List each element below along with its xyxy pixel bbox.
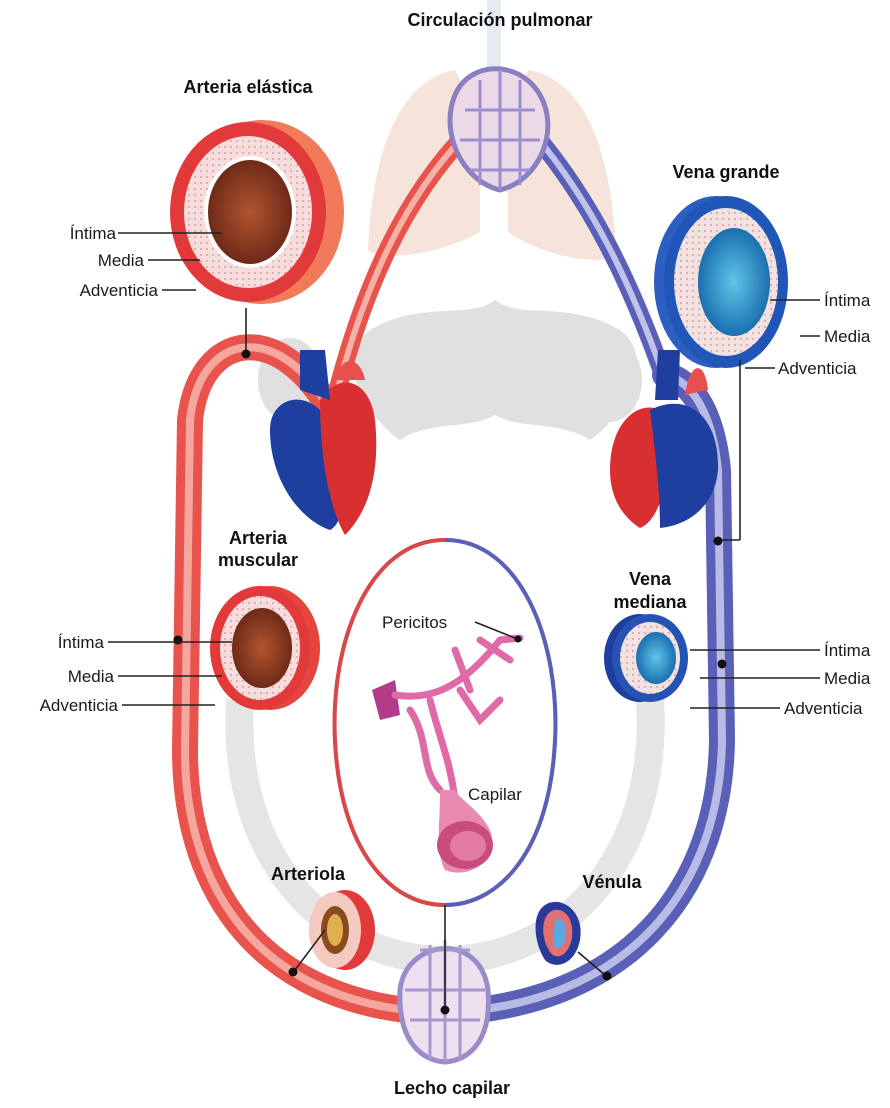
label-muscular-media: Media <box>68 667 115 686</box>
label-large-vein-adventitia: Adventicia <box>778 359 857 378</box>
label-capillary: Capilar <box>468 785 522 804</box>
label-pericytes: Pericitos <box>382 613 447 632</box>
label-medium-vein-media: Media <box>824 669 871 688</box>
title-large-vein: Vena grande <box>672 162 779 182</box>
arteriole-ring <box>309 890 375 970</box>
label-elastic-intima: Íntima <box>70 224 117 243</box>
title-muscular-artery-2: muscular <box>218 550 298 570</box>
label-large-vein-media: Media <box>824 327 871 346</box>
elastic-artery-ring <box>170 120 344 304</box>
capillary-inset <box>335 540 556 905</box>
title-elastic-artery: Arteria elástica <box>183 77 313 97</box>
title-venule: Vénula <box>582 872 642 892</box>
medium-vein-ring <box>604 614 688 702</box>
label-large-vein-intima: Íntima <box>824 291 871 310</box>
label-muscular-intima: Íntima <box>58 633 105 652</box>
title-pulmonary: Circulación pulmonar <box>407 10 592 30</box>
title-medium-vein-2: mediana <box>613 592 687 612</box>
label-medium-vein-adventitia: Adventicia <box>784 699 863 718</box>
title-arteriole: Arteriola <box>271 864 346 884</box>
label-elastic-adventitia: Adventicia <box>80 281 159 300</box>
label-medium-vein-intima: Íntima <box>824 641 871 660</box>
label-muscular-adventitia: Adventicia <box>40 696 119 715</box>
title-capillary-bed: Lecho capilar <box>394 1078 510 1098</box>
label-elastic-media: Media <box>98 251 145 270</box>
title-medium-vein-1: Vena <box>629 569 672 589</box>
large-vein-ring <box>654 196 788 368</box>
title-muscular-artery-1: Arteria <box>229 528 288 548</box>
muscular-artery-ring <box>210 586 320 710</box>
